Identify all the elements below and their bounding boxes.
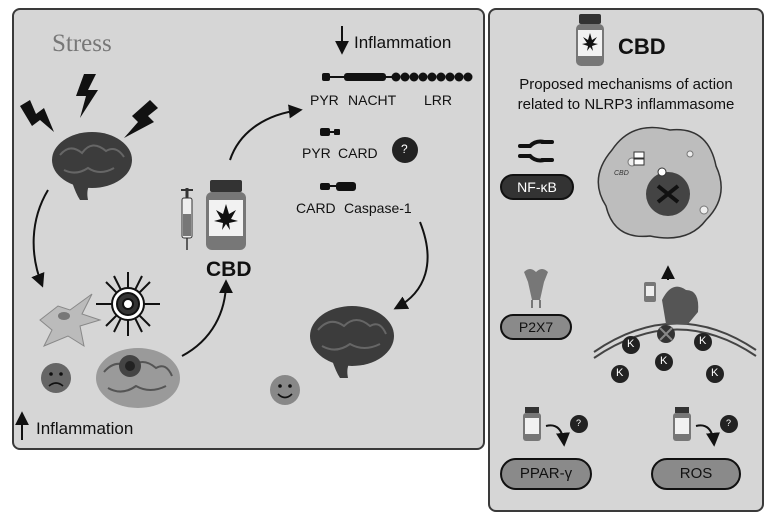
arrow-icon [393, 221, 429, 310]
pyr-label: PYR [302, 145, 331, 161]
pyr-label: PYR [310, 92, 339, 108]
card-label: CARD [338, 145, 378, 161]
activated-cell-icon [96, 272, 160, 336]
nfkb-pill: NF-κB [500, 174, 574, 200]
potassium-label: K [699, 335, 707, 347]
question-mark: ? [726, 418, 732, 428]
ppar-pill: PPAR-γ [500, 458, 592, 490]
macrophage-cell-icon [597, 126, 722, 239]
happy-face-icon [270, 375, 300, 405]
p2x7-receptor-icon [524, 269, 548, 308]
arrow-icon [31, 189, 49, 288]
cbd-label: CBD [206, 258, 252, 281]
potassium-label: K [711, 367, 719, 379]
microglia-icon [39, 293, 102, 348]
subtitle-line-2: related to NLRP3 inflammasome [517, 96, 735, 113]
lightning-icon [20, 74, 158, 138]
receptor-icon [518, 139, 554, 163]
arrow-icon [181, 279, 233, 357]
cbd-bottle-icon [673, 407, 691, 441]
inflammation-down-label: Inflammation [354, 33, 452, 52]
nlrp3-domain-chain [322, 72, 473, 82]
nacht-label: NACHT [348, 92, 397, 108]
damaged-brain-icon [96, 348, 180, 408]
subtitle-line-1: Proposed mechanisms of action [519, 76, 733, 93]
caspase-label: Caspase-1 [344, 200, 412, 216]
ros-pill: ROS [651, 458, 741, 490]
potassium-label: K [660, 355, 668, 367]
p2x7-pill: P2X7 [500, 314, 572, 340]
potassium-label: K [616, 367, 624, 379]
cbd-bottle-icon [523, 407, 541, 441]
membrane-channel-icon [644, 265, 699, 343]
potassium-ion-icon [611, 333, 724, 383]
arrow-icon [695, 424, 720, 447]
asc-domain-chain [320, 128, 340, 136]
inflammation-up-label: Inflammation [36, 419, 134, 438]
question-mark: ? [401, 142, 408, 156]
sad-face-icon [41, 363, 71, 393]
question-mark: ? [576, 418, 582, 428]
cbd-title: CBD [618, 34, 666, 59]
lrr-label: LRR [424, 92, 453, 108]
brain-icon [52, 132, 132, 200]
healthy-brain-icon [310, 306, 394, 378]
arrow-icon [229, 104, 303, 161]
syringe-icon [181, 188, 193, 250]
question-badge [392, 137, 418, 163]
potassium-label: K [627, 338, 635, 350]
cell-cbd-label: CBD [614, 170, 629, 177]
cbd-bottle-icon [576, 14, 604, 66]
caspase-domain-chain [320, 182, 356, 191]
question-badge [720, 415, 738, 433]
stress-label: Stress [52, 30, 112, 57]
cbd-bottle-icon [206, 180, 246, 250]
arrow-icon [545, 424, 570, 447]
question-badge [570, 415, 588, 433]
card-label: CARD [296, 200, 336, 216]
cell-membrane [593, 322, 757, 359]
